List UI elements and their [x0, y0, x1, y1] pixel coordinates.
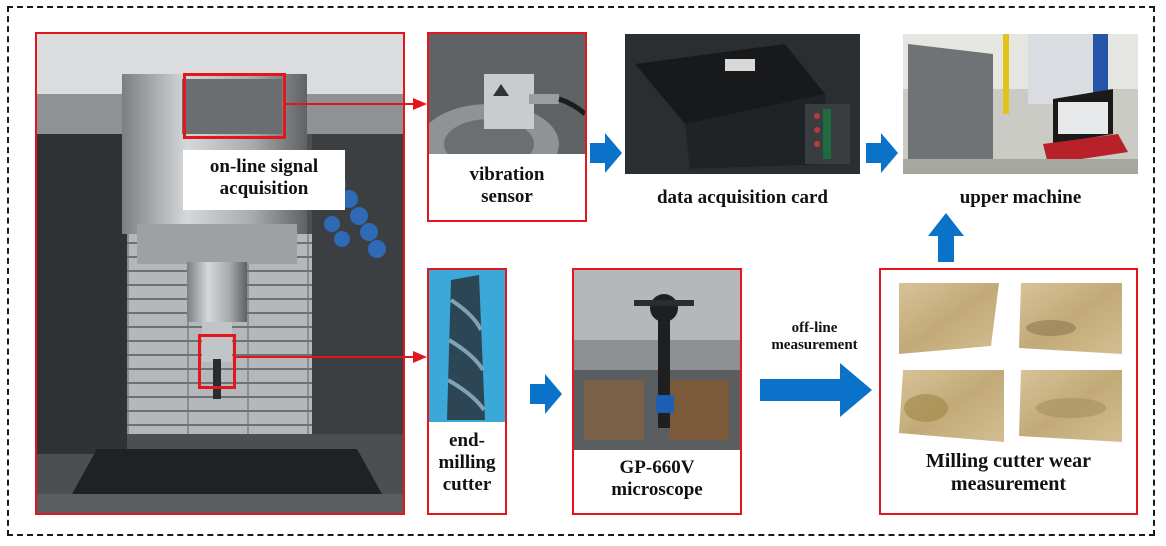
- end-mill-line1: end-: [449, 430, 485, 451]
- microscope-line2: microscope: [611, 478, 703, 500]
- microscope-photo: [574, 270, 740, 450]
- offline-line1: off-line: [791, 320, 838, 336]
- wear-images-grid: [899, 283, 1122, 445]
- daq-card-label: data acquisition card: [656, 187, 829, 208]
- microscope-line1: GP-660V: [619, 457, 695, 478]
- offline-line2: measurement: [771, 337, 858, 354]
- wear-line2: measurement: [950, 473, 1067, 495]
- wear-image-2: [1017, 283, 1122, 358]
- machine-photo-frame: [35, 32, 405, 515]
- wear-line1: Milling cutter wear: [925, 450, 1092, 472]
- wear-measurement-frame: Milling cutter wear measurement: [879, 268, 1138, 515]
- daq-card-photo: [625, 34, 860, 174]
- end-mill-photo: [429, 270, 505, 422]
- vibration-sensor-line1: vibration: [469, 164, 545, 185]
- vibration-sensor-line2: sensor: [481, 185, 533, 207]
- offline-measurement-label: off-line measurement: [752, 320, 877, 355]
- outer-dashed-frame: [7, 6, 1155, 536]
- cutter-highlight-box: [198, 334, 236, 389]
- vibration-sensor-frame: vibration sensor: [427, 32, 587, 222]
- online-acquisition-label: on-line signal acquisition: [183, 150, 345, 210]
- online-acquisition-line2: acquisition: [219, 177, 309, 199]
- wear-image-3: [899, 370, 1004, 445]
- wear-image-4: [1017, 370, 1122, 445]
- end-mill-line3: cutter: [442, 473, 492, 495]
- upper-machine-photo: [903, 34, 1138, 174]
- sensor-highlight-box: [183, 73, 286, 139]
- microscope-frame: GP-660V microscope: [572, 268, 742, 515]
- upper-machine-label: upper machine: [959, 187, 1082, 208]
- end-mill-line2: milling: [438, 451, 496, 473]
- online-acquisition-line1: on-line signal: [209, 156, 319, 177]
- cnc-machine-photo: [37, 34, 403, 513]
- end-mill-frame: end- milling cutter: [427, 268, 507, 515]
- vibration-sensor-photo: [429, 34, 585, 154]
- wear-image-1: [899, 283, 1004, 358]
